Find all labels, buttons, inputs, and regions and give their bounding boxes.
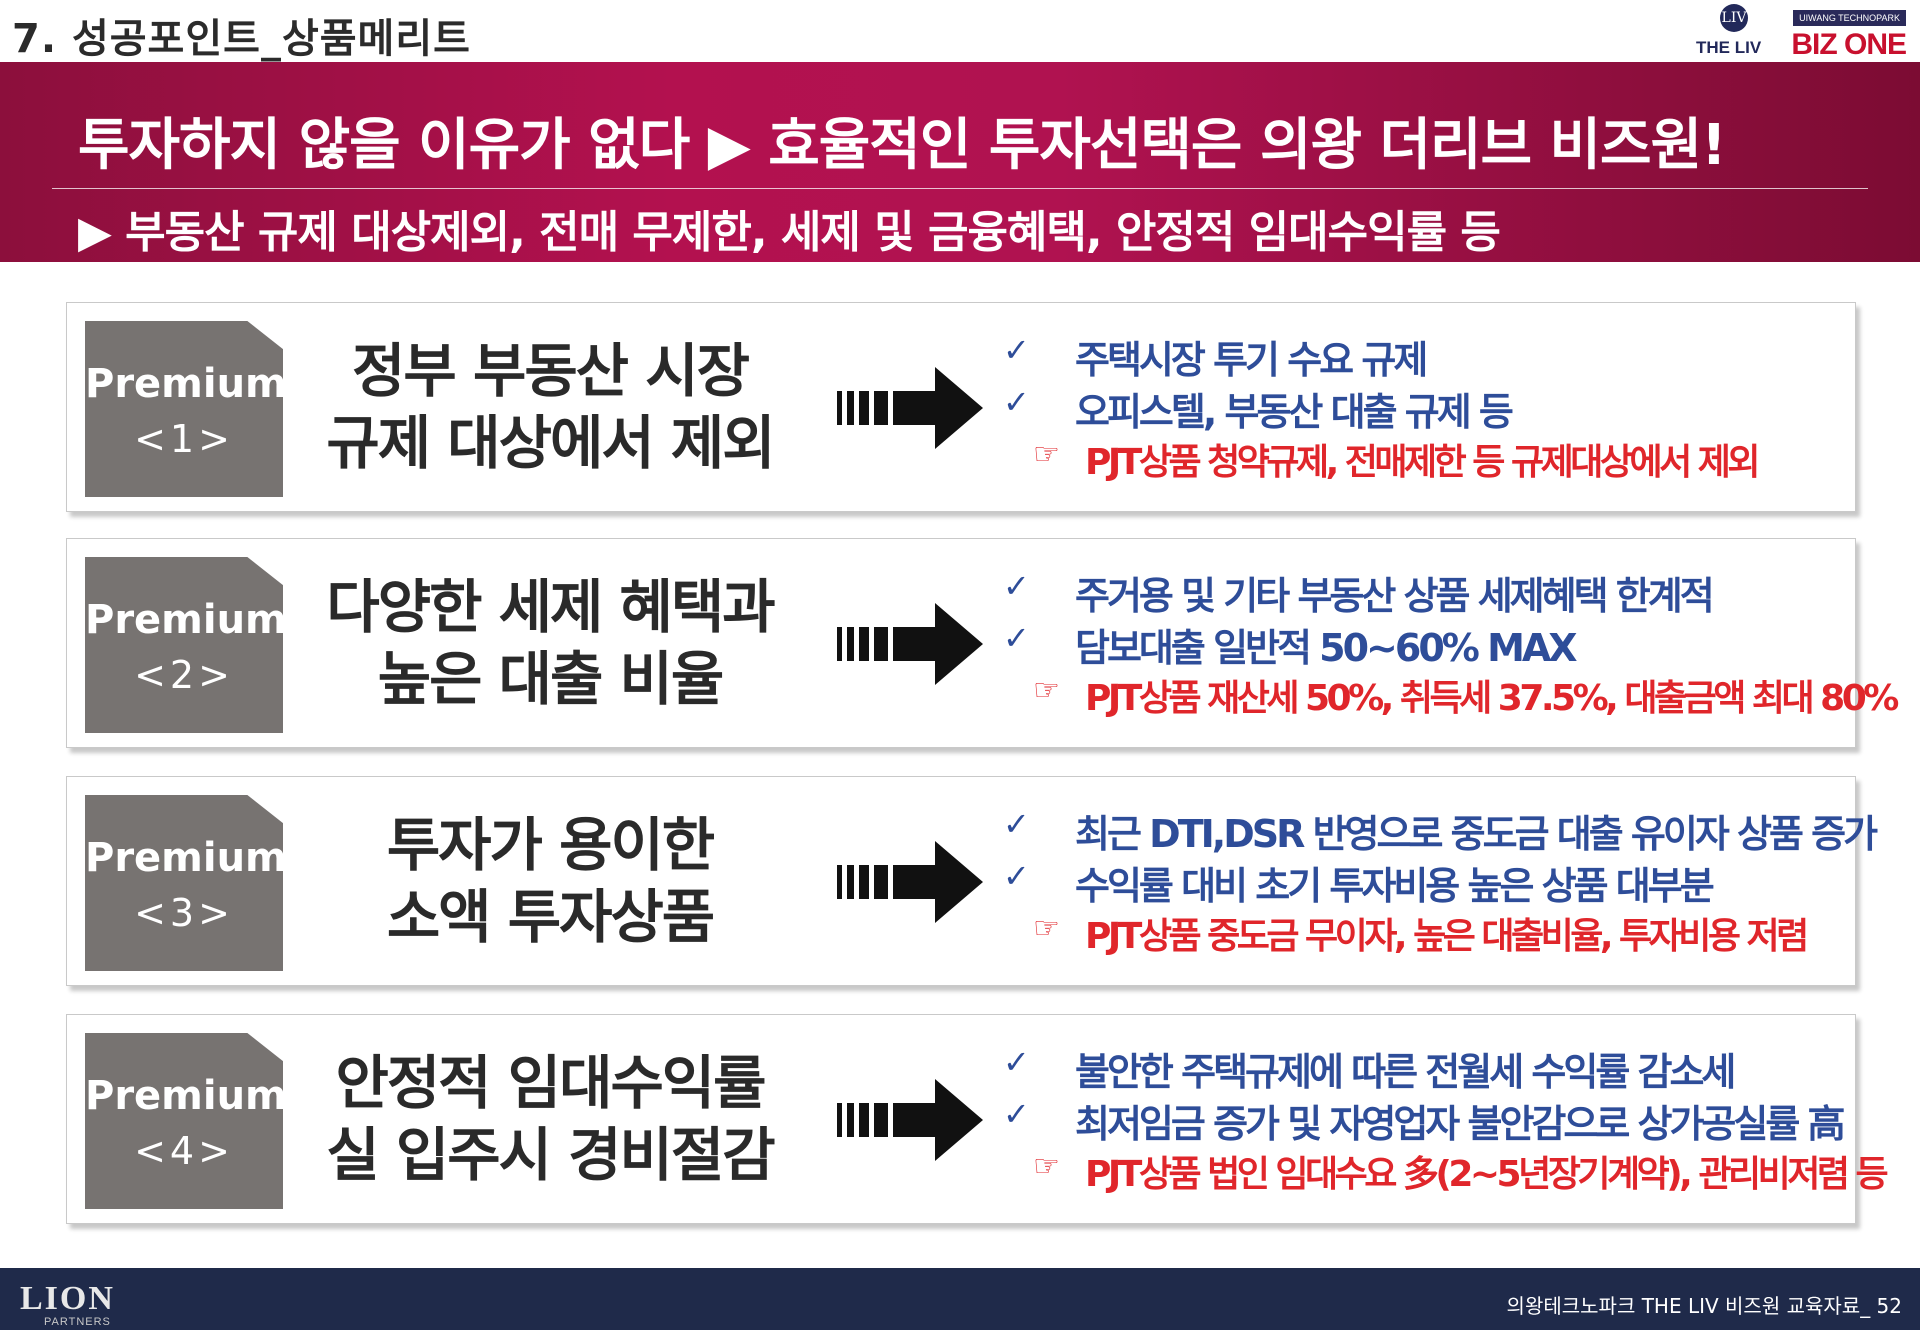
list-item: ✓ 불안한 주택규제에 따른 전월세 수익률 감소세 — [1003, 1037, 1833, 1094]
checkmark-icon: ✓ — [1003, 857, 1030, 895]
banner-subline: ▶ 부동산 규제 대상제외, 전매 무제한, 세제 및 금융혜택, 안정적 임대… — [78, 207, 1501, 258]
logo-brand-name: BIZ ONE — [1791, 28, 1907, 61]
benefit-list: ✓ 최근 DTI,DSR 반영으로 중도금 대출 유이자 상품 증가 ✓ 수익률… — [1003, 799, 1878, 957]
premium-badge: Premium <1> — [85, 321, 283, 497]
highlight-text: PJT상품 청약규제, 전매제한 등 규제대상에서 제외 — [1085, 442, 1760, 483]
checkmark-icon: ✓ — [1003, 331, 1030, 369]
highlight-text: PJT상품 중도금 무이자, 높은 대출비율, 투자비용 저렴 — [1085, 916, 1809, 957]
list-item: ✓ 오피스텔, 부동산 대출 규제 등 — [1003, 377, 1833, 434]
pointing-hand-icon: ☞ — [1033, 673, 1060, 708]
bizone-logo: LIV THE LIV UIWANG TECHNOPARK BIZ ONE — [1696, 4, 1907, 61]
dashed-right-arrow-icon — [837, 367, 983, 449]
badge-number: <4> — [134, 1129, 234, 1173]
section-title: 7. 성공포인트_상품메리트 — [12, 16, 471, 62]
badge-number: <1> — [134, 417, 234, 461]
card-heading: 안정적 임대수익률 실 입주시 경비절감 — [325, 1047, 775, 1191]
badge-title: Premium — [85, 597, 287, 643]
premium-badge: Premium <4> — [85, 1033, 283, 1209]
list-item: ✓ 최저임금 증가 및 자영업자 불안감으로 상가공실률 高 — [1003, 1089, 1846, 1146]
card-heading: 투자가 용이한 소액 투자상품 — [325, 809, 775, 953]
dashed-right-arrow-icon — [837, 603, 983, 685]
badge-title: Premium — [85, 361, 287, 407]
logo-brand-top: UIWANG TECHNOPARK — [1793, 10, 1906, 26]
pointing-hand-icon: ☞ — [1033, 1149, 1060, 1184]
liv-emblem-icon: LIV — [1720, 4, 1748, 32]
point-text: 주택시장 투기 수요 규제 — [1075, 338, 1428, 382]
checkmark-icon: ✓ — [1003, 619, 1030, 657]
logo-subtitle: PARTNERS — [44, 1316, 111, 1328]
benefit-list: ✓ 주택시장 투기 수요 규제 ✓ 오피스텔, 부동산 대출 규제 등 ☞ PJ… — [1003, 325, 1833, 483]
premium-card-1: Premium <1> 정부 부동산 시장 규제 대상에서 제외 ✓ 주택시장 … — [66, 302, 1856, 512]
point-text: 최근 DTI,DSR 반영으로 중도금 대출 유이자 상품 증가 — [1075, 812, 1878, 856]
benefit-list: ✓ 주거용 및 기타 부동산 상품 세제혜택 한계적 ✓ 담보대출 일반적 50… — [1003, 561, 1899, 719]
badge-number: <2> — [134, 653, 234, 697]
highlight-item: ☞ PJT상품 재산세 50%, 취득세 37.5%, 대출금액 최대 80% — [1003, 665, 1899, 719]
badge-title: Premium — [85, 1073, 287, 1119]
point-text: 불안한 주택규제에 따른 전월세 수익률 감소세 — [1075, 1050, 1736, 1094]
headline-banner: 투자하지 않을 이유가 없다 ▶ 효율적인 투자선택은 의왕 더리브 비즈원! … — [0, 62, 1920, 262]
list-item: ✓ 담보대출 일반적 50~60% MAX — [1003, 613, 1833, 670]
heading-line: 실 입주시 경비절감 — [326, 1121, 775, 1189]
heading-line: 정부 부동산 시장 — [352, 337, 750, 405]
heading-line: 높은 대출 비율 — [377, 645, 725, 713]
point-text: 주거용 및 기타 부동산 상품 세제혜택 한계적 — [1075, 574, 1715, 618]
checkmark-icon: ✓ — [1003, 805, 1030, 843]
highlight-item: ☞ PJT상품 중도금 무이자, 높은 대출비율, 투자비용 저렴 — [1003, 903, 1833, 957]
card-heading: 다양한 세제 혜택과 높은 대출 비율 — [325, 571, 775, 715]
premium-card-2: Premium <2> 다양한 세제 혜택과 높은 대출 비율 ✓ 주거용 및 … — [66, 538, 1899, 748]
highlight-text: PJT상품 재산세 50%, 취득세 37.5%, 대출금액 최대 80% — [1085, 678, 1899, 719]
point-text: 담보대출 일반적 50~60% MAX — [1075, 626, 1578, 670]
point-text: 수익률 대비 초기 투자비용 높은 상품 대부분 — [1075, 864, 1715, 908]
footer-bar: LION PARTNERS 의왕테크노파크 THE LIV 비즈원 교육자료_ … — [0, 1268, 1920, 1330]
footer-caption: 의왕테크노파크 THE LIV 비즈원 교육자료_ 52 — [1506, 1294, 1902, 1318]
list-item: ✓ 주택시장 투기 수요 규제 — [1003, 325, 1833, 382]
heading-line: 안정적 임대수익률 — [335, 1049, 766, 1117]
heading-line: 다양한 세제 혜택과 — [326, 573, 775, 641]
premium-badge: Premium <3> — [85, 795, 283, 971]
heading-line: 소액 투자상품 — [386, 883, 715, 951]
banner-divider — [52, 188, 1868, 189]
premium-card-4: Premium <4> 안정적 임대수익률 실 입주시 경비절감 ✓ 불안한 주… — [66, 1014, 1889, 1224]
checkmark-icon: ✓ — [1003, 383, 1030, 421]
highlight-text: PJT상품 법인 임대수요 多(2~5년장기계약), 관리비저렴 등 — [1085, 1154, 1889, 1195]
dashed-right-arrow-icon — [837, 841, 983, 923]
dashed-right-arrow-icon — [837, 1079, 983, 1161]
point-text: 최저임금 증가 및 자영업자 불안감으로 상가공실률 高 — [1075, 1102, 1846, 1146]
pointing-hand-icon: ☞ — [1033, 437, 1060, 472]
benefit-list: ✓ 불안한 주택규제에 따른 전월세 수익률 감소세 ✓ 최저임금 증가 및 자… — [1003, 1037, 1889, 1195]
heading-line: 투자가 용이한 — [386, 811, 715, 879]
logo-sub-brand: THE LIV — [1696, 38, 1762, 57]
list-item: ✓ 주거용 및 기타 부동산 상품 세제혜택 한계적 — [1003, 561, 1833, 618]
checkmark-icon: ✓ — [1003, 1095, 1030, 1133]
heading-line: 규제 대상에서 제외 — [326, 409, 775, 477]
card-heading: 정부 부동산 시장 규제 대상에서 제외 — [325, 335, 775, 479]
point-text: 오피스텔, 부동산 대출 규제 등 — [1075, 390, 1514, 434]
premium-badge: Premium <2> — [85, 557, 283, 733]
pointing-hand-icon: ☞ — [1033, 911, 1060, 946]
banner-headline: 투자하지 않을 이유가 없다 ▶ 효율적인 투자선택은 의왕 더리브 비즈원! — [78, 113, 1727, 178]
list-item: ✓ 수익률 대비 초기 투자비용 높은 상품 대부분 — [1003, 851, 1833, 908]
highlight-item: ☞ PJT상품 청약규제, 전매제한 등 규제대상에서 제외 — [1003, 429, 1833, 483]
lion-partners-logo: LION — [20, 1280, 115, 1317]
top-bar: 7. 성공포인트_상품메리트 LIV THE LIV UIWANG TECHNO… — [0, 0, 1920, 62]
premium-card-3: Premium <3> 투자가 용이한 소액 투자상품 ✓ 최근 DTI,DSR… — [66, 776, 1878, 986]
list-item: ✓ 최근 DTI,DSR 반영으로 중도금 대출 유이자 상품 증가 — [1003, 799, 1878, 856]
checkmark-icon: ✓ — [1003, 1043, 1030, 1081]
badge-number: <3> — [134, 891, 234, 935]
highlight-item: ☞ PJT상품 법인 임대수요 多(2~5년장기계약), 관리비저렴 등 — [1003, 1141, 1889, 1195]
badge-title: Premium — [85, 835, 287, 881]
checkmark-icon: ✓ — [1003, 567, 1030, 605]
